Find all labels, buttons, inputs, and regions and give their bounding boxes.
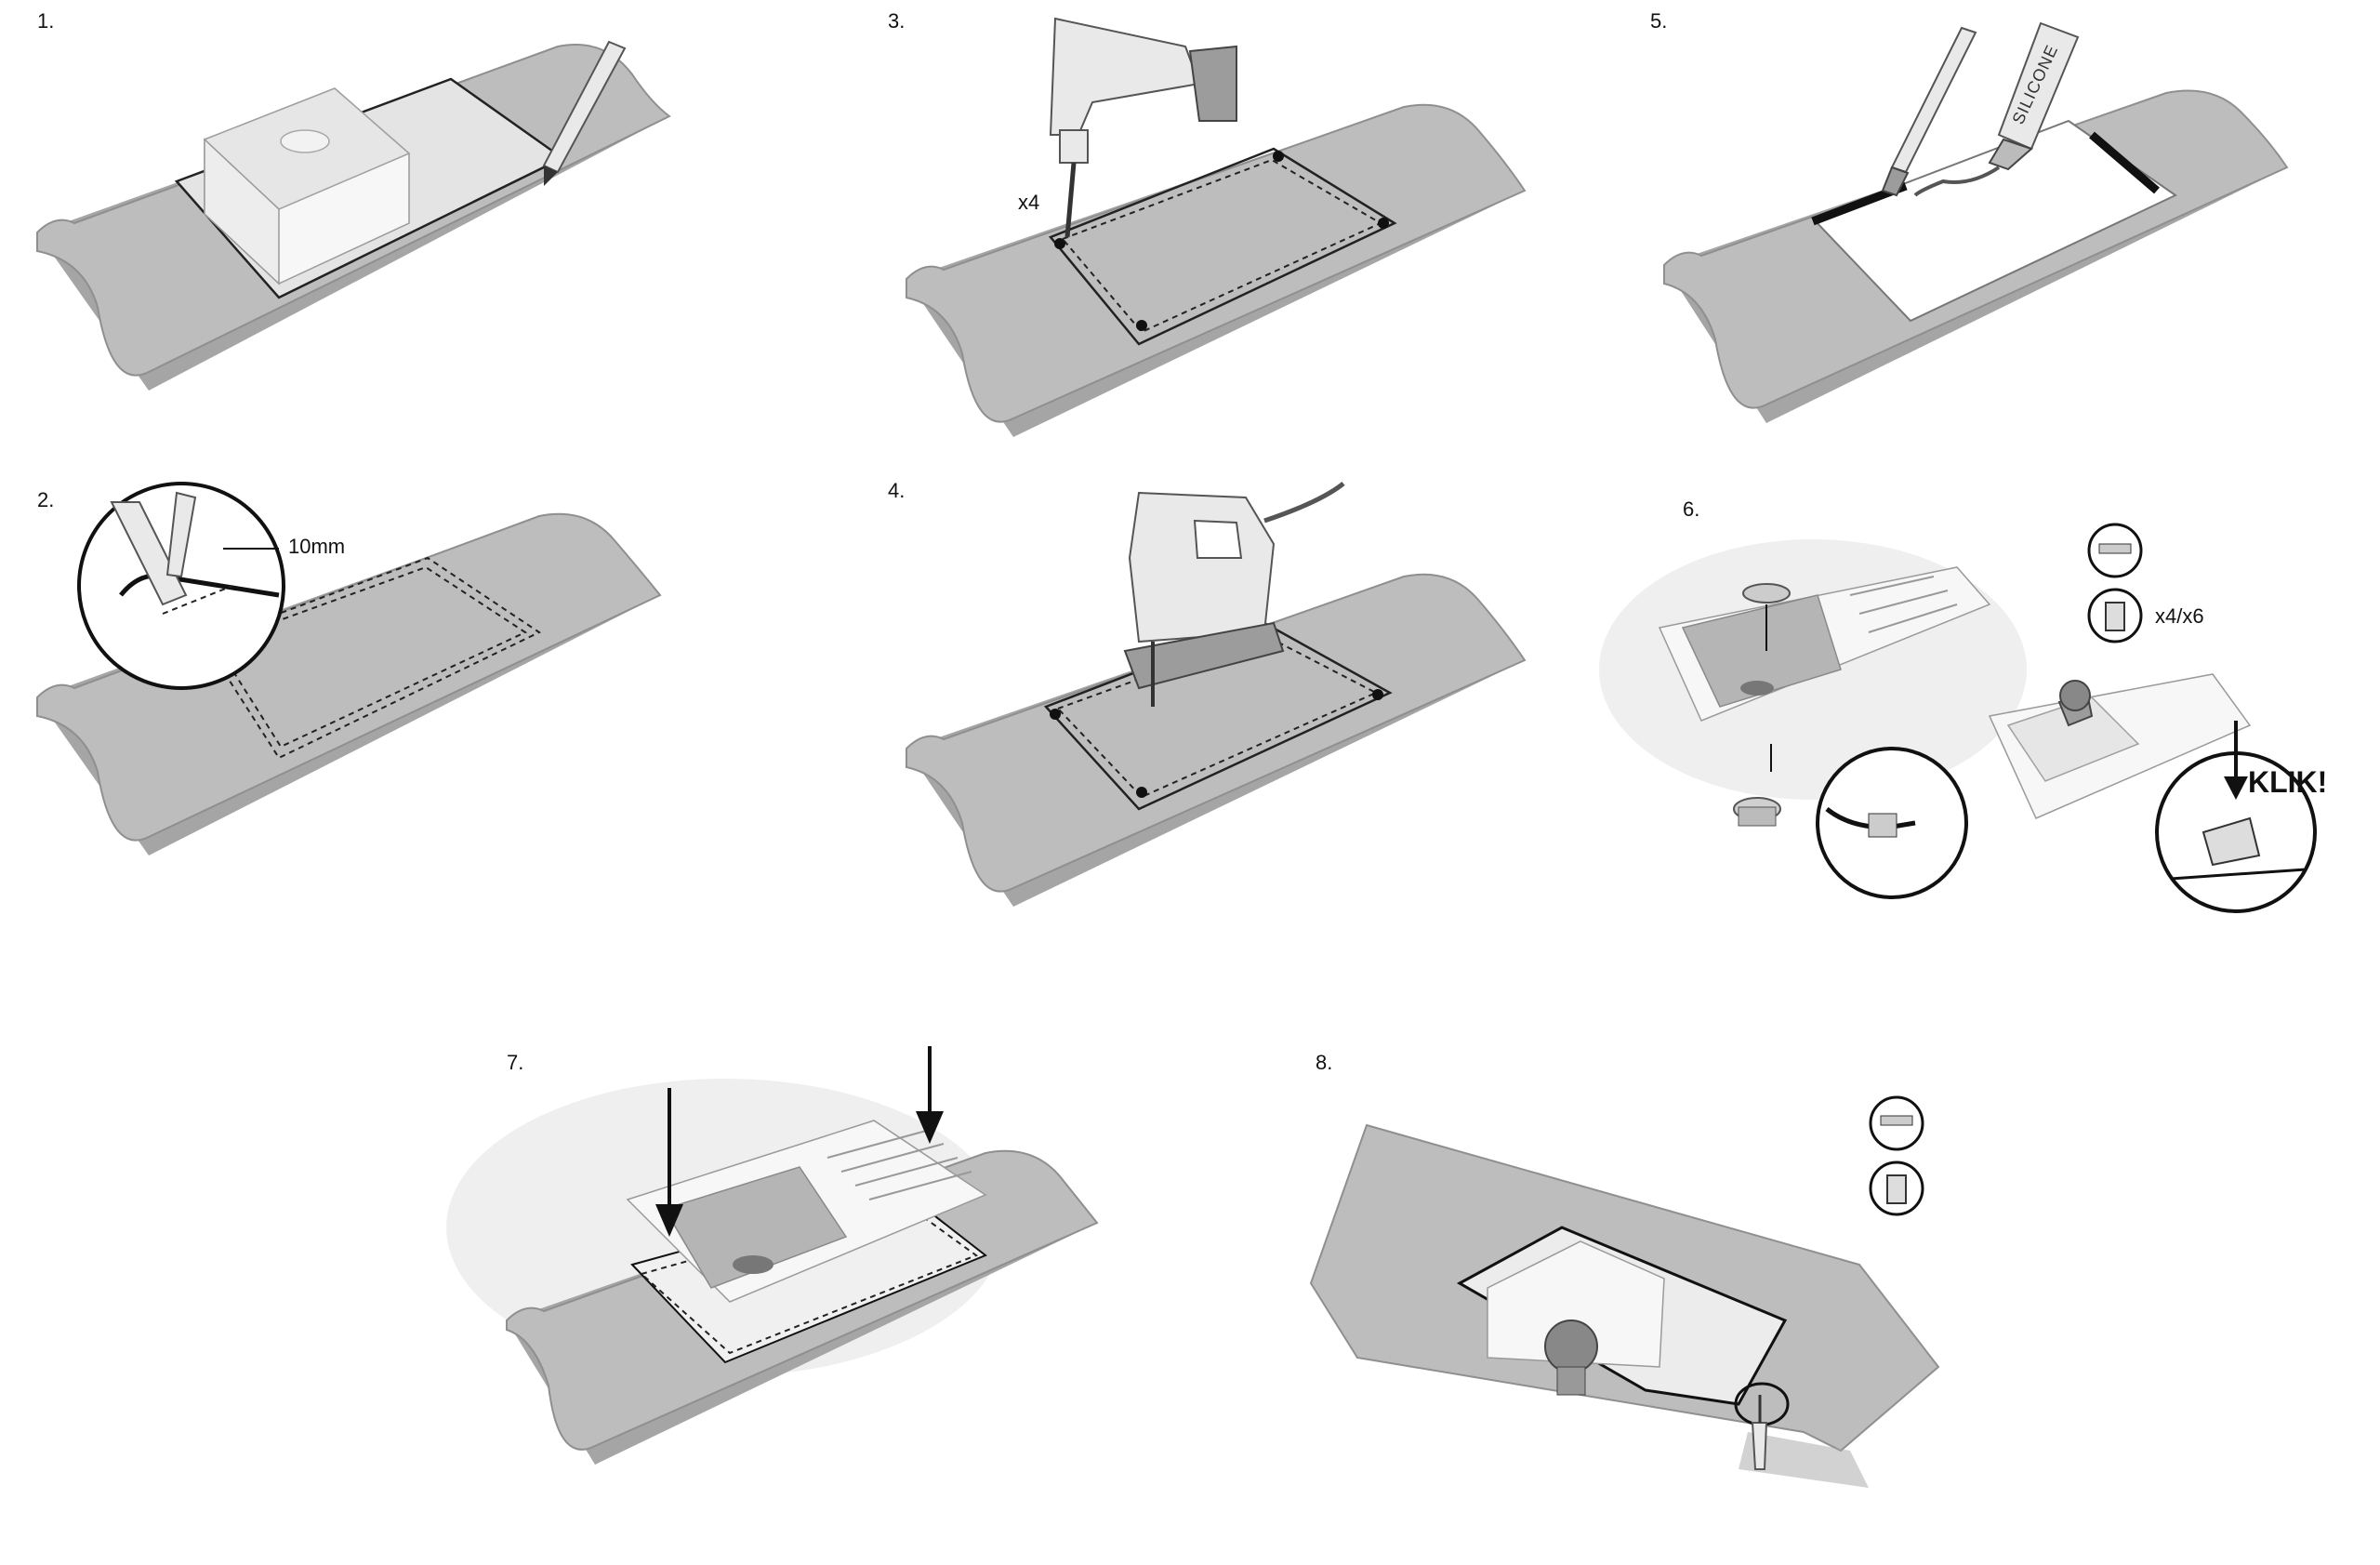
hole-count: x4 — [1018, 191, 1039, 214]
drill-outline — [1048, 147, 1397, 346]
countertop-3 — [906, 103, 1527, 437]
sink-7 — [626, 1120, 987, 1303]
sink-8-underside — [1456, 1226, 1788, 1406]
step-5-label: 5. — [1650, 9, 1667, 33]
step-4: 4. — [888, 479, 1527, 907]
countertop-4 — [906, 573, 1527, 907]
strainer — [1742, 583, 1791, 651]
step-2-label: 2. — [37, 488, 54, 511]
clip-icon-bottom — [2087, 588, 2143, 643]
sink-upside-down — [203, 87, 411, 285]
step-8: 8. — [1309, 1051, 1940, 1488]
cutout-hole — [1811, 119, 2177, 323]
step-7: 7. — [446, 1046, 1099, 1465]
zoom-circle-measure — [77, 482, 285, 690]
step-2: 2. 10mm — [36, 482, 662, 855]
waste-fitting — [1733, 744, 1781, 827]
waste-zoom-circle — [1816, 747, 1968, 899]
step-5: 5. SILICONE — [1650, 9, 2289, 423]
clip-icon-8-top — [1869, 1095, 1924, 1151]
klik-arrow — [2224, 776, 2248, 800]
step-3: 3. x4 — [888, 9, 1527, 437]
clip-icon-8-bottom — [1869, 1160, 1924, 1216]
sink-top-view — [1658, 566, 1991, 722]
step-3-label: 3. — [888, 9, 905, 33]
clip-icon-top — [2087, 523, 2143, 578]
pencil — [542, 40, 627, 186]
step-4-label: 4. — [888, 479, 905, 502]
cut-outline-dashed — [203, 556, 542, 760]
power-drill — [1049, 17, 1237, 238]
jigsaw — [1123, 482, 1345, 707]
step-7-label: 7. — [507, 1051, 523, 1074]
press-arrow-right — [916, 1046, 944, 1144]
screwdriver — [1734, 1382, 1790, 1470]
brush — [1881, 26, 1977, 197]
klik-text: KLIK! — [2248, 765, 2327, 799]
press-arrow-left — [655, 1088, 683, 1237]
step-1-label: 1. — [37, 9, 54, 33]
klik-zoom-circle — [2155, 751, 2317, 913]
step-8-label: 8. — [1316, 1051, 1332, 1074]
clip-count: x4/x6 — [2155, 604, 2204, 628]
step-6-label: 6. — [1683, 497, 1699, 521]
step-6: 6. — [1599, 497, 2327, 913]
sink-upside-view — [1988, 673, 2252, 819]
step-1: 1. — [36, 9, 671, 391]
measure-label: 10mm — [288, 535, 345, 558]
